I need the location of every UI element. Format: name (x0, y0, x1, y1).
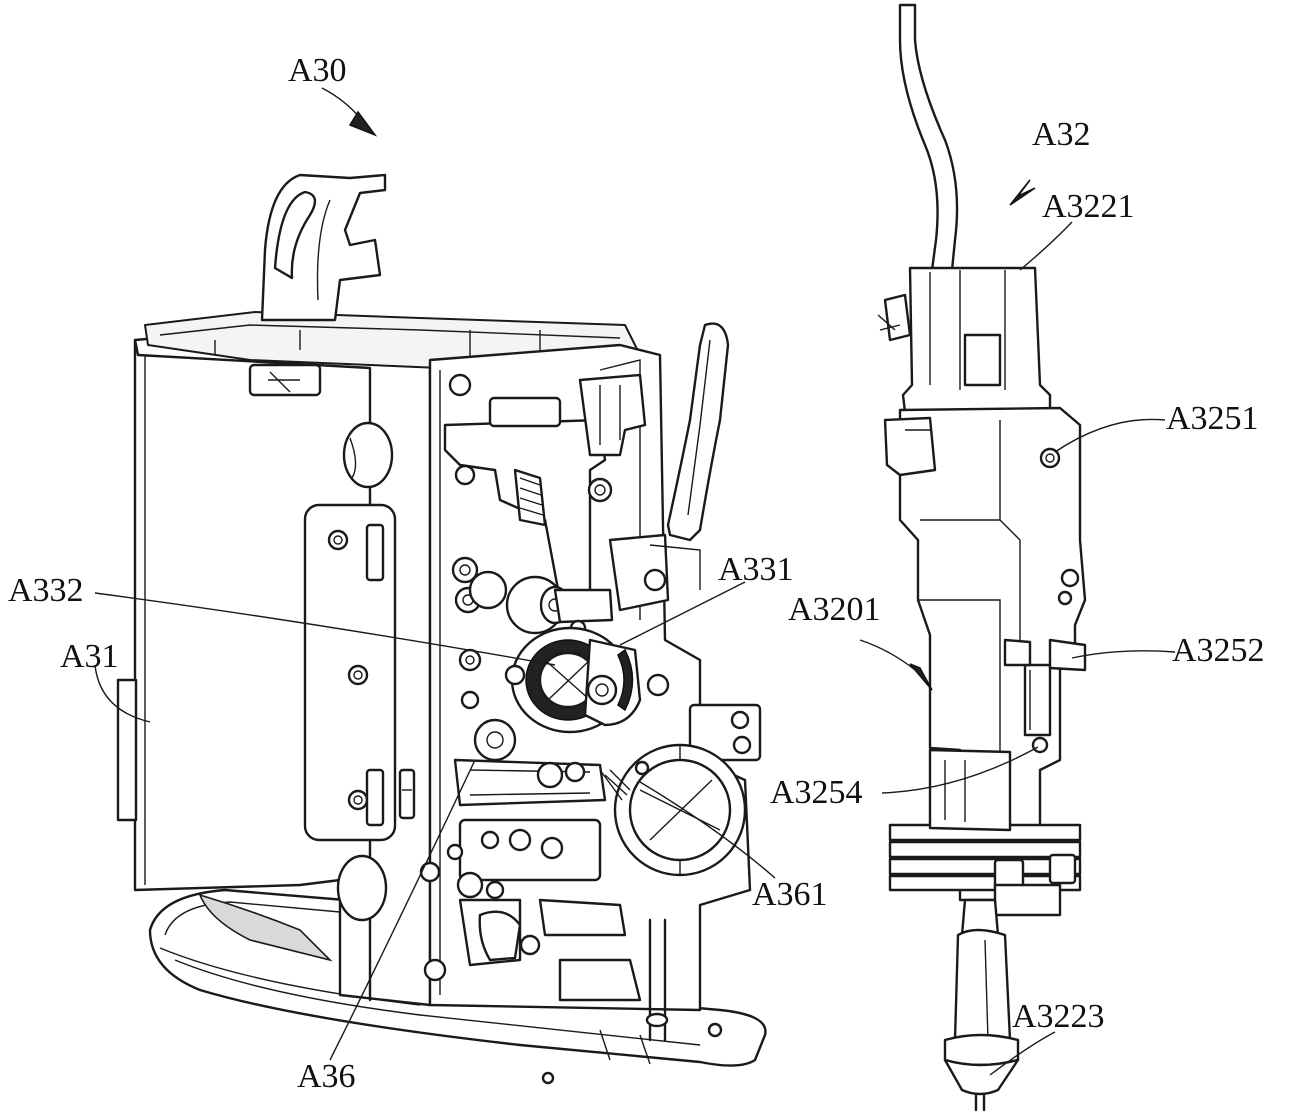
label-a30: A30 (288, 54, 347, 88)
label-a3221: A3221 (1042, 190, 1135, 224)
label-a3223: A3223 (1012, 1000, 1105, 1034)
a30-arrow-head (350, 112, 375, 135)
lever-arm (668, 324, 728, 540)
panel-hole-bottom (338, 856, 386, 920)
right-assembly (878, 5, 1085, 1110)
label-a32: A32 (1032, 118, 1091, 152)
a32-arrow-head (1010, 180, 1035, 205)
label-a361: A361 (752, 878, 828, 912)
label-a3251: A3251 (1166, 402, 1259, 436)
nozzle-body (955, 930, 1010, 1045)
label-a332: A332 (8, 574, 84, 608)
label-a36: A36 (297, 1060, 356, 1094)
a3201-arrow-head (910, 664, 932, 690)
nozzle-tip (945, 1060, 1018, 1094)
panel-hole-top (344, 423, 392, 487)
label-a3252: A3252 (1172, 634, 1265, 668)
cooling-fan (615, 745, 745, 875)
label-a31: A31 (60, 640, 119, 674)
filament-tube (900, 5, 957, 270)
left-assembly (118, 175, 765, 1083)
label-a331: A331 (718, 553, 794, 587)
left-tab (118, 680, 136, 820)
label-a3254: A3254 (770, 776, 863, 810)
label-a3201: A3201 (788, 593, 881, 627)
